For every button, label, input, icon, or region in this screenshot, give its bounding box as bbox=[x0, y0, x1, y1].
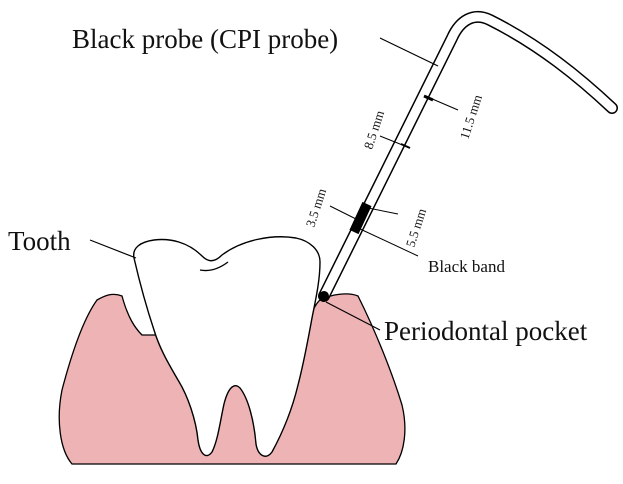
probe-handle-inner bbox=[324, 17, 612, 296]
probe-ball-tip bbox=[319, 291, 329, 301]
leader-tooth bbox=[90, 240, 136, 258]
label-mm-8-5: 8.5 mm bbox=[361, 109, 388, 151]
tick-11-5 bbox=[430, 98, 458, 110]
black-band bbox=[354, 204, 367, 232]
label-black-band: Black band bbox=[428, 257, 505, 276]
label-mm-11-5: 11.5 mm bbox=[457, 93, 485, 141]
label-periodontal-pocket: Periodontal pocket bbox=[384, 316, 588, 346]
probe-handle bbox=[324, 17, 612, 296]
label-mm-5-5: 5.5 mm bbox=[403, 207, 430, 249]
label-mm-3-5: 3.5 mm bbox=[303, 187, 330, 229]
label-probe: Black probe (CPI probe) bbox=[72, 24, 338, 54]
label-tooth: Tooth bbox=[8, 226, 71, 256]
leader-probe bbox=[380, 38, 438, 66]
